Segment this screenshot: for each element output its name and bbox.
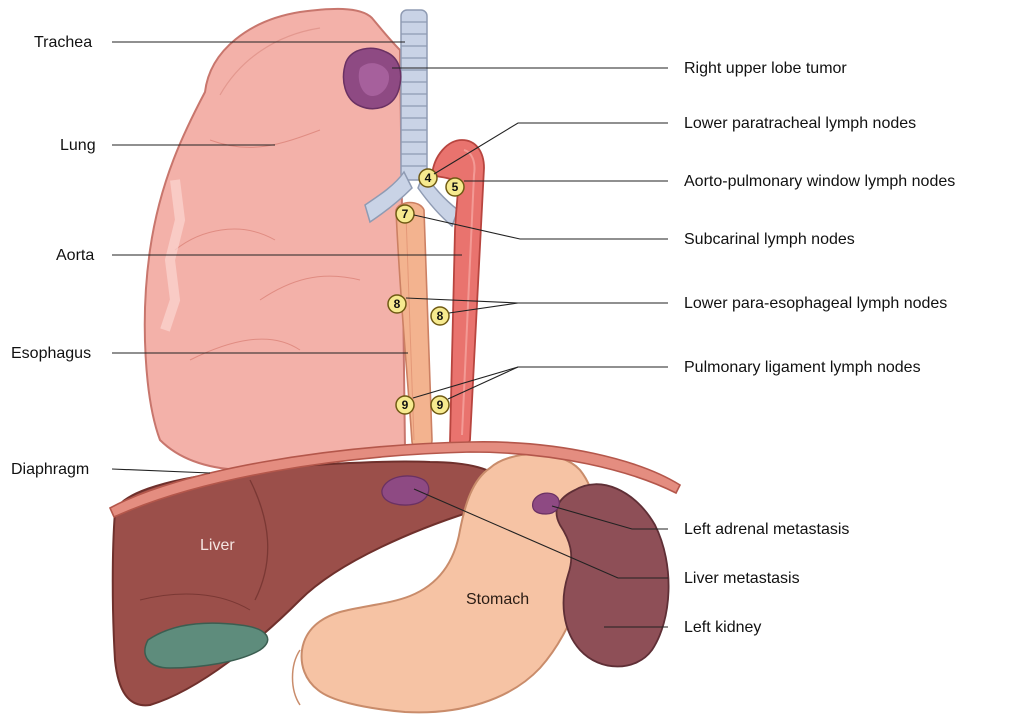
- label-aorto-pulmonary: Aorto-pulmonary window lymph nodes: [684, 173, 955, 190]
- label-subcarinal: Subcarinal lymph nodes: [684, 231, 855, 248]
- lymph-node-station-5: 5: [446, 178, 464, 196]
- svg-text:8: 8: [394, 297, 401, 311]
- svg-text:5: 5: [452, 180, 459, 194]
- svg-text:9: 9: [437, 398, 444, 412]
- left-adrenal-metastasis: [533, 493, 560, 514]
- label-left-kidney: Left kidney: [684, 619, 761, 636]
- svg-text:9: 9: [402, 398, 409, 412]
- label-left-adrenal-metastasis: Left adrenal metastasis: [684, 521, 849, 538]
- liver-metastasis: [382, 476, 429, 505]
- svg-text:4: 4: [425, 171, 432, 185]
- label-right-upper-lobe-tumor: Right upper lobe tumor: [684, 60, 847, 77]
- svg-text:7: 7: [402, 207, 409, 221]
- leader-diaphragm: [112, 469, 210, 473]
- label-aorta: Aorta: [56, 247, 94, 264]
- label-pulmonary-ligament: Pulmonary ligament lymph nodes: [684, 359, 921, 376]
- label-lower-paratracheal: Lower paratracheal lymph nodes: [684, 115, 916, 132]
- label-stomach: Stomach: [466, 591, 529, 608]
- label-liver: Liver: [200, 537, 235, 554]
- label-diaphragm: Diaphragm: [11, 461, 89, 478]
- label-esophagus: Esophagus: [11, 345, 91, 362]
- label-lower-para-esophageal: Lower para-esophageal lymph nodes: [684, 295, 947, 312]
- lymph-node-station-9-right: 9: [431, 396, 449, 414]
- lymph-node-station-9-left: 9: [396, 396, 414, 414]
- lymph-node-station-7: 7: [396, 205, 414, 223]
- svg-text:8: 8: [437, 309, 444, 323]
- label-trachea: Trachea: [34, 34, 92, 51]
- lymph-node-station-8-aortic: 8: [431, 307, 449, 325]
- right-upper-lobe-tumor: [344, 48, 401, 108]
- label-liver-metastasis: Liver metastasis: [684, 570, 800, 587]
- lymph-node-station-8-esophageal: 8: [388, 295, 406, 313]
- leader-para-esophageal-a: [406, 298, 668, 303]
- label-lung: Lung: [60, 137, 96, 154]
- lymph-node-station-4: 4: [419, 169, 437, 187]
